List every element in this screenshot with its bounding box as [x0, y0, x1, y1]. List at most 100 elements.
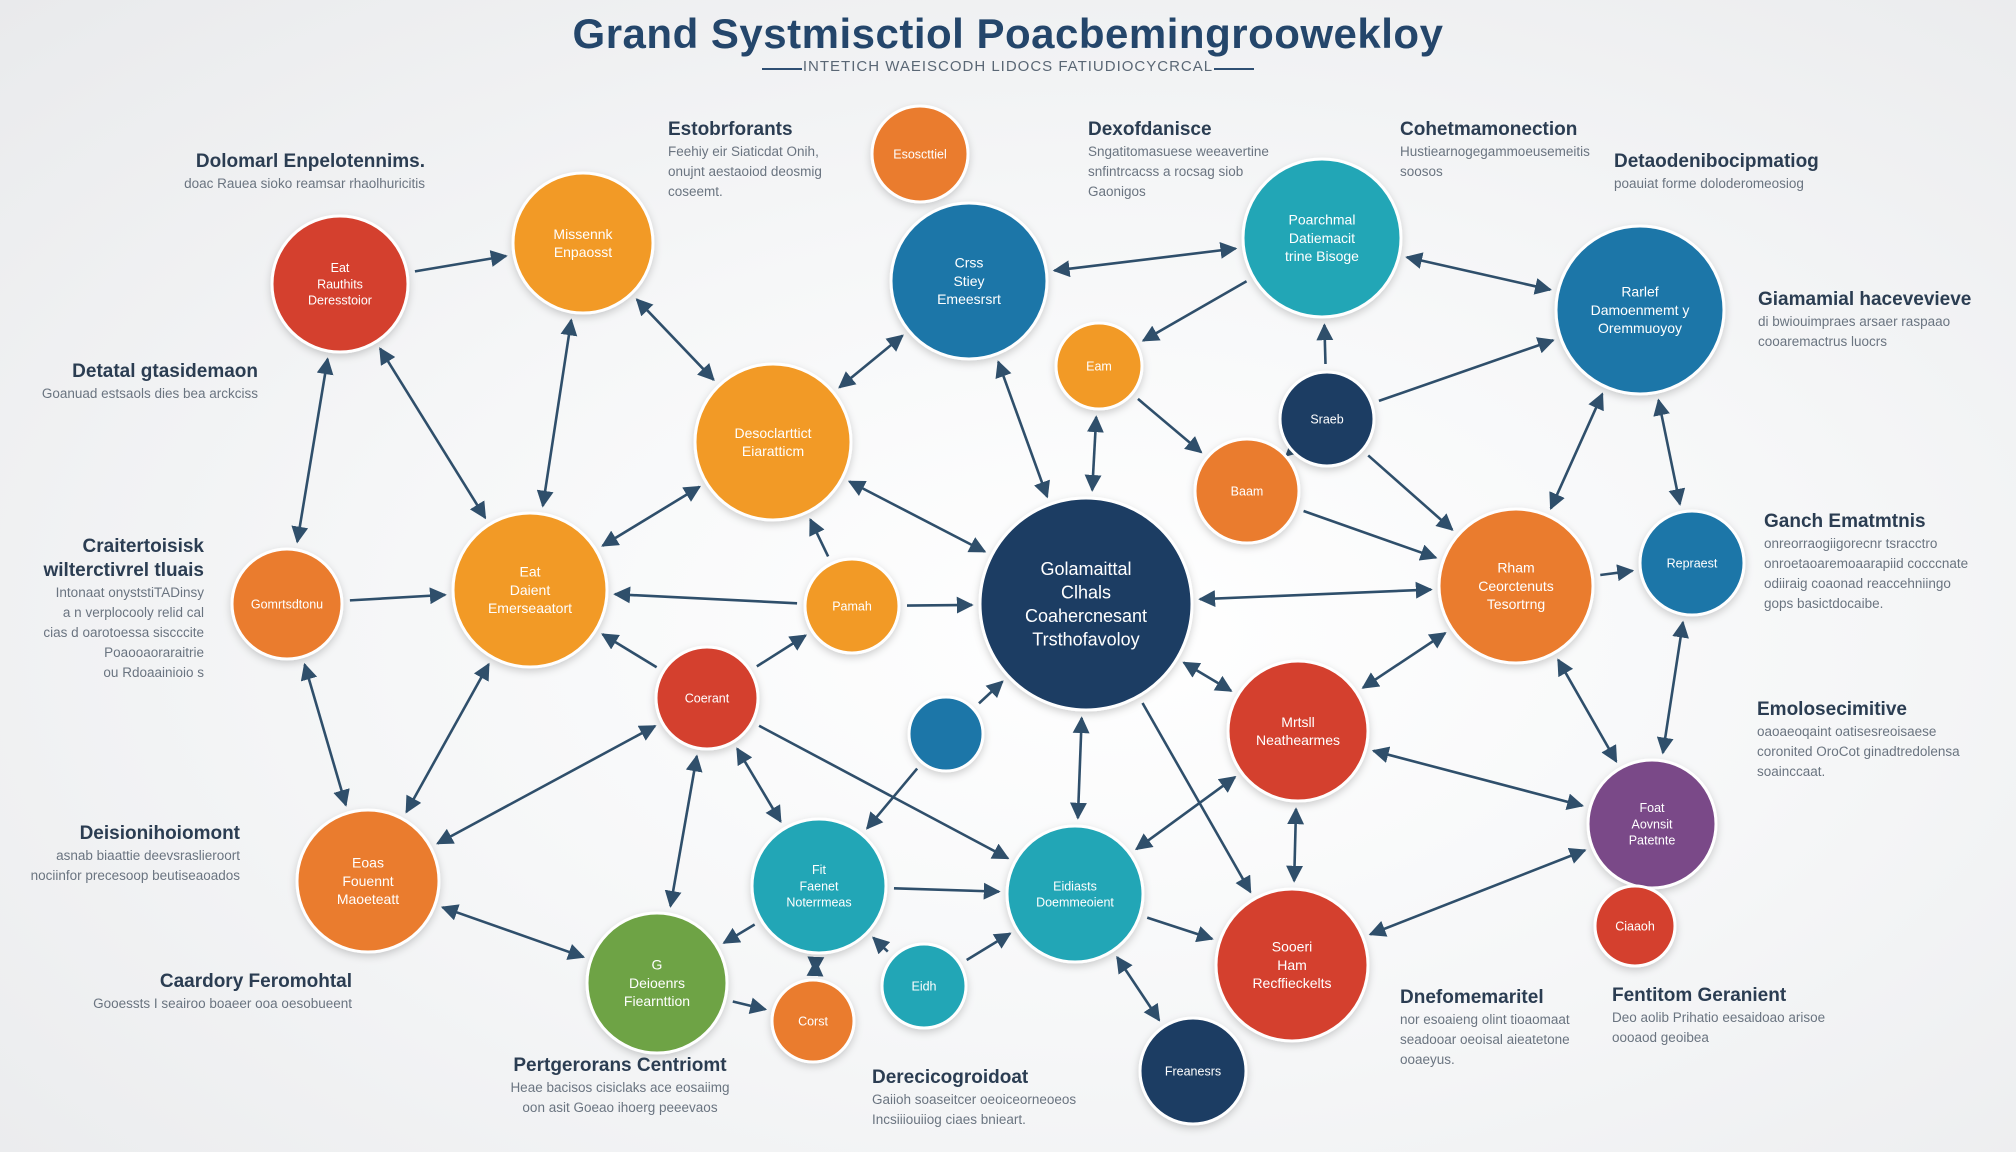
node-label: Maoeteatt: [337, 891, 399, 907]
node-label: Patetnte: [1629, 834, 1676, 848]
node-circle: [230, 547, 344, 661]
label-heading: Emolosecimitive: [1757, 699, 1907, 720]
node-red-mid: Coerant: [654, 645, 760, 751]
label-heading: Dnefomemaritel: [1400, 987, 1544, 1008]
node-circle: [1437, 507, 1595, 665]
node-label: Deioenrs: [629, 975, 685, 991]
label-dexofdanisce: Dexofdanisce Sngatitomasuese weeavertine…: [1088, 118, 1308, 202]
node-label: Poarchmal: [1289, 212, 1356, 228]
connection-arrow: [405, 662, 490, 814]
node-label: Rham: [1497, 560, 1534, 576]
node-label: Neathearmes: [1256, 732, 1340, 748]
connection-arrow: [1405, 252, 1552, 295]
label-ganch: Ganch Ematmtnis onreorraogiigorecnr tsra…: [1764, 510, 2014, 614]
connection-arrow: [847, 480, 987, 553]
node-label: Datiemacit: [1289, 230, 1355, 246]
node-label: Trsthofavoloy: [1032, 629, 1139, 649]
node-label: Daient: [510, 582, 551, 598]
node-circle: [1193, 437, 1301, 545]
connection-arrow: [1316, 323, 1334, 365]
label-description: Sngatitomasuese weeavertine snfintrcacss…: [1088, 144, 1269, 199]
connection-arrow: [1303, 509, 1438, 561]
connection-arrow: [1600, 564, 1635, 582]
label-description: asnab biaattie deevsraslieroort nociinfo…: [30, 848, 240, 883]
node-circle: [451, 511, 609, 669]
connection-arrow: [349, 587, 447, 605]
connection-arrow: [1286, 807, 1305, 883]
connection-arrow: [1116, 955, 1161, 1022]
connection-arrow: [1146, 916, 1214, 943]
node-circle: [585, 911, 729, 1055]
node-circle: [1586, 758, 1718, 890]
connection-arrow: [536, 318, 578, 508]
label-heading: Cohetmamonection: [1400, 119, 1578, 140]
node-label: Aovnsit: [1632, 817, 1674, 831]
node-circle: [1214, 887, 1370, 1043]
node-label: Coerant: [685, 691, 730, 705]
connection-arrow: [1371, 746, 1584, 811]
connection-arrow: [838, 334, 904, 389]
page-title: Grand Systmisctiol Poacbemingroowekloy: [572, 10, 1444, 57]
node-circle: [1593, 884, 1677, 968]
node-circle: [1554, 224, 1726, 396]
node-label: Coahercnesant: [1025, 606, 1147, 626]
node-label: Eidiasts: [1053, 879, 1097, 893]
label-heading: Detatal gtasidemaon: [72, 361, 258, 382]
label-heading: Deisionihoiomont: [79, 823, 240, 844]
node-navy-b: Freanesrs: [1138, 1016, 1248, 1126]
label-pertgerorans: Pertgerorans Centriomt Heae bacisos cisi…: [470, 1054, 770, 1118]
node-label: Clhals: [1061, 583, 1111, 603]
node-label: Freanesrs: [1165, 1064, 1221, 1078]
node-label: Foat: [1639, 801, 1665, 815]
node-circle: [1138, 1016, 1248, 1126]
connection-arrow: [1361, 631, 1447, 689]
label-cohetmamonection: Cohetmamonection Hustiearnogegammoeuseme…: [1400, 118, 1620, 182]
connection-arrow: [1182, 661, 1233, 693]
node-label: Fouennt: [342, 873, 393, 889]
node-circle: [1638, 509, 1746, 617]
label-fentitom: Fentitom Geranient Deo aolib Prihatio ee…: [1612, 984, 1872, 1048]
node-circle: [295, 808, 441, 954]
label-heading: Detaodenibocipmatiog: [1614, 151, 1819, 172]
node-circle: [693, 362, 853, 522]
node-label: Ham: [1277, 957, 1307, 973]
node-label: Missennk: [553, 226, 613, 242]
connection-arrow: [995, 360, 1050, 499]
node-label: Corst: [798, 1014, 828, 1028]
node-small-orange: Eam: [1054, 321, 1144, 411]
label-emolosecimitive: Emolosecimitive oaoaeoqaint oatisesreois…: [1757, 698, 2012, 782]
connection-arrow: [1141, 280, 1248, 342]
node-center: GolamaittalClhalsCoahercnesantTrsthofavo…: [978, 496, 1194, 712]
label-detaodenibocipmatiog: Detaodenibocipmatiog poauiat forme dolod…: [1614, 150, 1874, 194]
connection-arrow: [1070, 716, 1090, 820]
connection-arrow: [809, 517, 830, 558]
label-derecicogroidoat: Derecicogroidoat Gaiioh soaseitcer oeoic…: [872, 1066, 1142, 1130]
label-dnefomemaritel: Dnefomemaritel nor esoaieng olint tioaom…: [1400, 986, 1620, 1070]
node-circle: [750, 817, 888, 955]
node-label: Ceorctenuts: [1478, 578, 1553, 594]
node-label: Pamah: [832, 599, 872, 613]
node-label: Damoenmemt y: [1591, 302, 1690, 318]
node-label: Sraeb: [1310, 412, 1343, 426]
connection-arrow: [378, 347, 487, 520]
node-label: Baam: [1231, 484, 1264, 498]
label-description: doac Rauea sioko reamsar rhaolhuricitis: [184, 176, 425, 191]
node-label: Fiearnttion: [624, 993, 690, 1009]
node-label: Stiey: [953, 273, 984, 289]
node-label: Doemmeoient: [1036, 896, 1114, 910]
node-label: Repraest: [1667, 556, 1718, 570]
node-label: Eidh: [911, 979, 936, 993]
connection-arrow: [440, 904, 586, 960]
connection-arrow: [414, 250, 508, 273]
node-circle: [511, 171, 655, 315]
connection-arrow: [300, 662, 350, 807]
label-heading: Fentitom Geranient: [1612, 985, 1787, 1006]
connection-arrow: [722, 923, 756, 945]
